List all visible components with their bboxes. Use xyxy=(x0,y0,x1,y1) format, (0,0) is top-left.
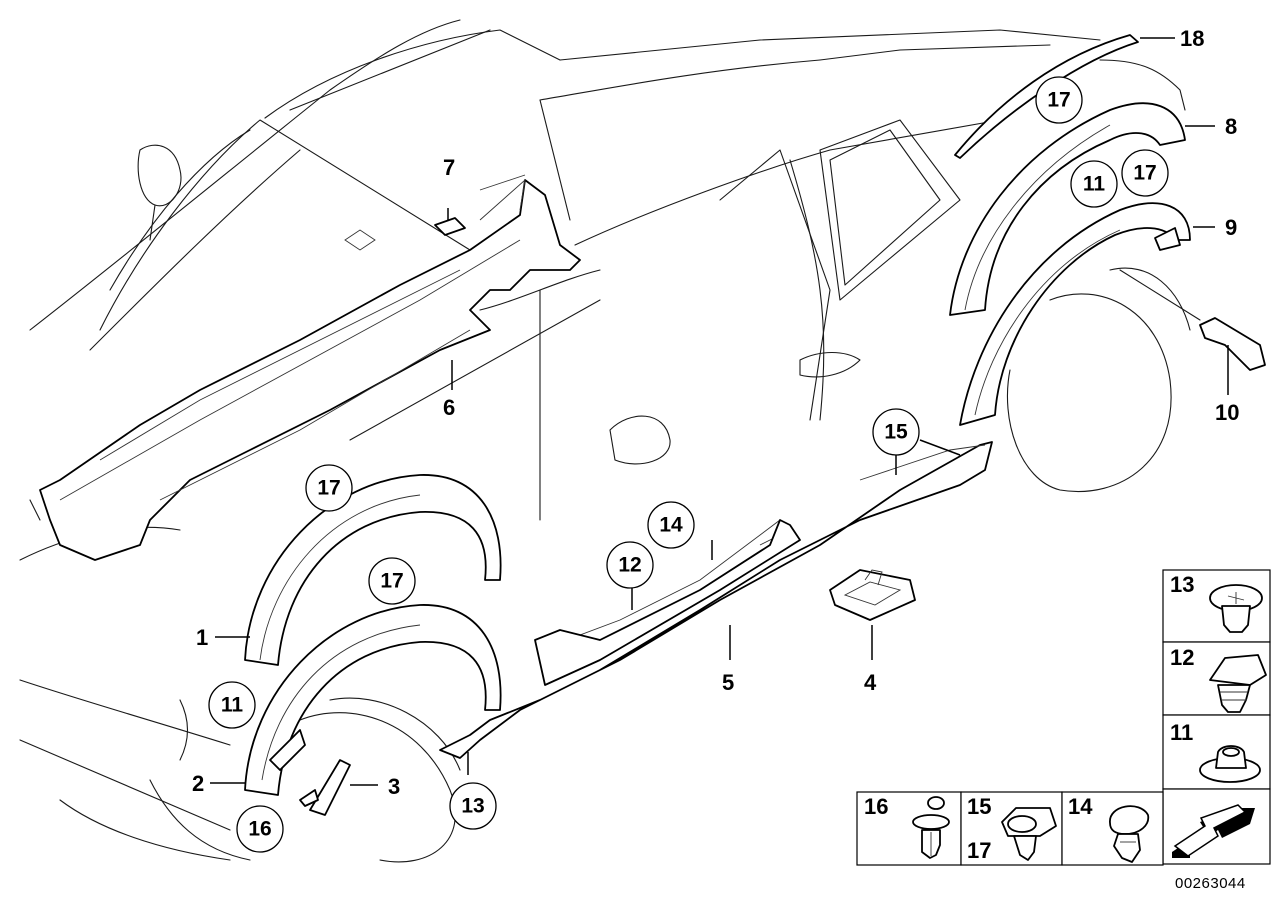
label-2: 2 xyxy=(192,771,204,796)
jack-pad-part xyxy=(829,569,916,621)
clip-part-7 xyxy=(434,217,466,236)
label-5: 5 xyxy=(722,670,734,695)
box-label-17: 17 xyxy=(967,838,991,863)
label-8: 8 xyxy=(1225,114,1237,139)
circled-label-13: 13 xyxy=(461,795,484,818)
circled-label-12: 12 xyxy=(618,554,641,577)
trim-part-10 xyxy=(1199,317,1266,371)
circled-label-17-rear: 17 xyxy=(1133,162,1156,185)
clip-15-17-icon xyxy=(1001,807,1057,861)
front-wheel-arch-trims xyxy=(244,474,502,796)
clip-13-icon xyxy=(1209,584,1263,633)
circled-label-17-rear-top: 17 xyxy=(1047,89,1070,112)
leader-lines xyxy=(210,37,1229,786)
label-10: 10 xyxy=(1215,400,1239,425)
box-label-13: 13 xyxy=(1170,572,1194,597)
box-label-16: 16 xyxy=(864,794,888,819)
circled-label-17-front: 17 xyxy=(380,570,403,593)
nut-11-icon xyxy=(1199,745,1261,783)
circled-label-14: 14 xyxy=(659,514,683,537)
side-skirt-part xyxy=(439,441,993,759)
label-1: 1 xyxy=(196,625,208,650)
rivet-16-icon xyxy=(912,796,950,859)
part-number-labels: 7 6 18 8 9 10 1 2 3 4 5 xyxy=(192,26,1239,799)
inner-sill-part xyxy=(39,174,581,561)
circled-label-11-front: 11 xyxy=(221,694,244,717)
circled-labels: 17 11 17 17 17 11 16 13 12 14 15 xyxy=(208,76,1169,853)
label-3: 3 xyxy=(388,774,400,799)
fastener-legend-column: 13 12 11 xyxy=(1162,569,1271,865)
arrow-orientation-icon xyxy=(1172,804,1255,858)
box-label-12: 12 xyxy=(1170,645,1194,670)
circled-label-16: 16 xyxy=(248,818,271,841)
rear-wheel-arch-trims xyxy=(949,34,1191,426)
circled-label-11-rear: 11 xyxy=(1083,173,1106,196)
fastener-legend-row: 16 15 17 14 xyxy=(856,791,1164,866)
diagram-reference-number: 00263044 xyxy=(1175,875,1246,892)
clip-14-icon xyxy=(1109,805,1150,863)
box-label-14: 14 xyxy=(1068,794,1093,819)
label-7: 7 xyxy=(443,155,455,180)
circled-label-15: 15 xyxy=(884,421,908,444)
label-18: 18 xyxy=(1180,26,1204,51)
circled-label-17-front-top: 17 xyxy=(317,477,340,500)
car-outline xyxy=(19,19,1201,863)
clip-12-icon xyxy=(1209,654,1267,713)
box-label-15: 15 xyxy=(967,794,991,819)
box-label-11: 11 xyxy=(1170,720,1193,745)
label-9: 9 xyxy=(1225,215,1237,240)
label-4: 4 xyxy=(864,670,877,695)
trim-part-3 xyxy=(299,759,351,816)
label-6: 6 xyxy=(443,395,455,420)
